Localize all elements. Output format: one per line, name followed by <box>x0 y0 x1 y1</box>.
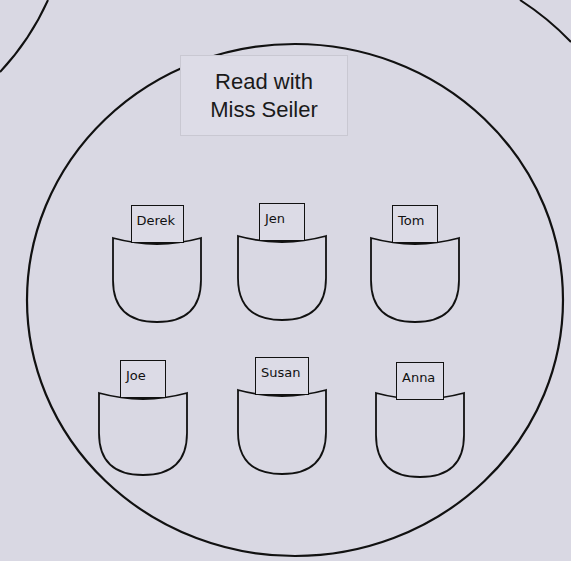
name-card: Jen <box>259 203 305 241</box>
name-card: Tom <box>392 205 438 243</box>
group-circle: Read with Miss SeilerDerek Jen TomJoe Susan… <box>25 42 565 558</box>
neighbour-circle-arc <box>0 0 48 72</box>
student-name: Anna <box>402 370 435 386</box>
pocket <box>99 393 187 475</box>
name-card: Anna <box>396 362 444 400</box>
pockets <box>99 236 464 477</box>
pocket <box>238 390 326 474</box>
student-name: Susan <box>261 365 300 381</box>
name-card: Susan <box>255 357 309 395</box>
neighbour-circle-arc <box>520 0 571 42</box>
sign-card: Read with Miss Seiler <box>180 55 348 136</box>
pocket <box>113 238 201 322</box>
pocket <box>376 393 464 477</box>
student-name: Derek <box>137 213 176 229</box>
name-card: Joe <box>120 360 166 398</box>
name-card: Derek <box>131 205 184 243</box>
student-name: Jen <box>265 211 285 227</box>
student-name: Tom <box>398 213 424 229</box>
pocket <box>371 238 459 322</box>
student-name: Joe <box>126 368 146 384</box>
pocket <box>238 236 326 320</box>
